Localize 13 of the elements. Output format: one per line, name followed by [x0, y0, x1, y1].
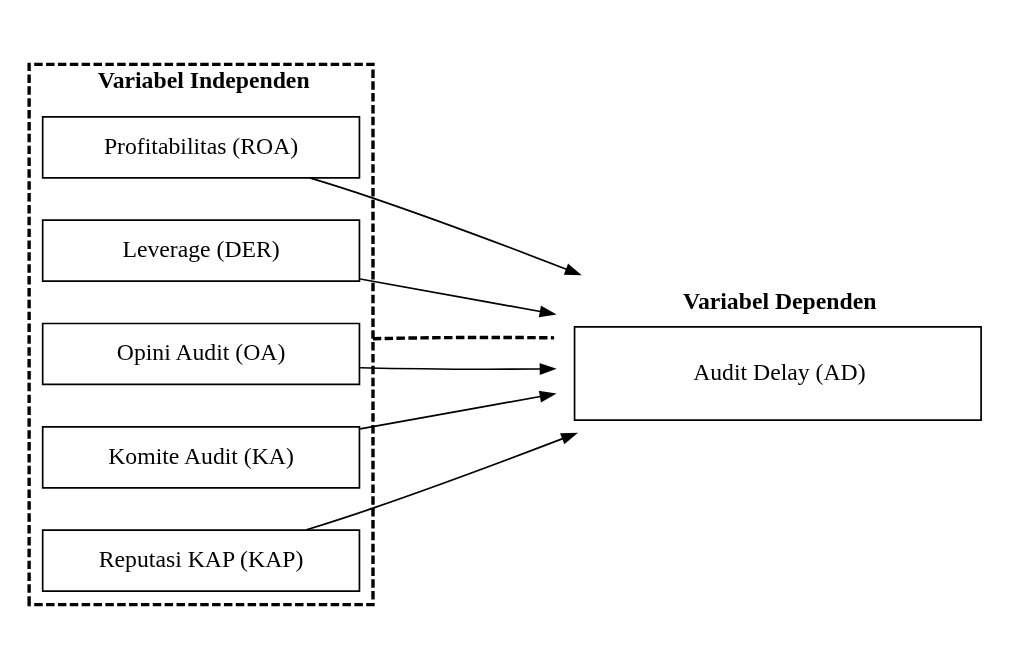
node-box: Leverage (DER) — [41, 219, 361, 282]
node-box: Reputasi KAP (KAP) — [41, 529, 361, 592]
arrow — [309, 177, 582, 276]
arrow — [359, 390, 557, 430]
arrow — [359, 363, 557, 375]
node-box: Audit Delay (AD) — [573, 326, 982, 421]
node-box: Opini Audit (OA) — [41, 322, 361, 386]
arrow — [304, 432, 578, 531]
arrow — [359, 278, 557, 318]
node-label: Variabel Dependen — [682, 287, 877, 314]
connector — [372, 335, 555, 341]
node-box: Profitabilitas (ROA) — [41, 116, 361, 179]
node-box: Komite Audit (KA) — [41, 425, 361, 489]
